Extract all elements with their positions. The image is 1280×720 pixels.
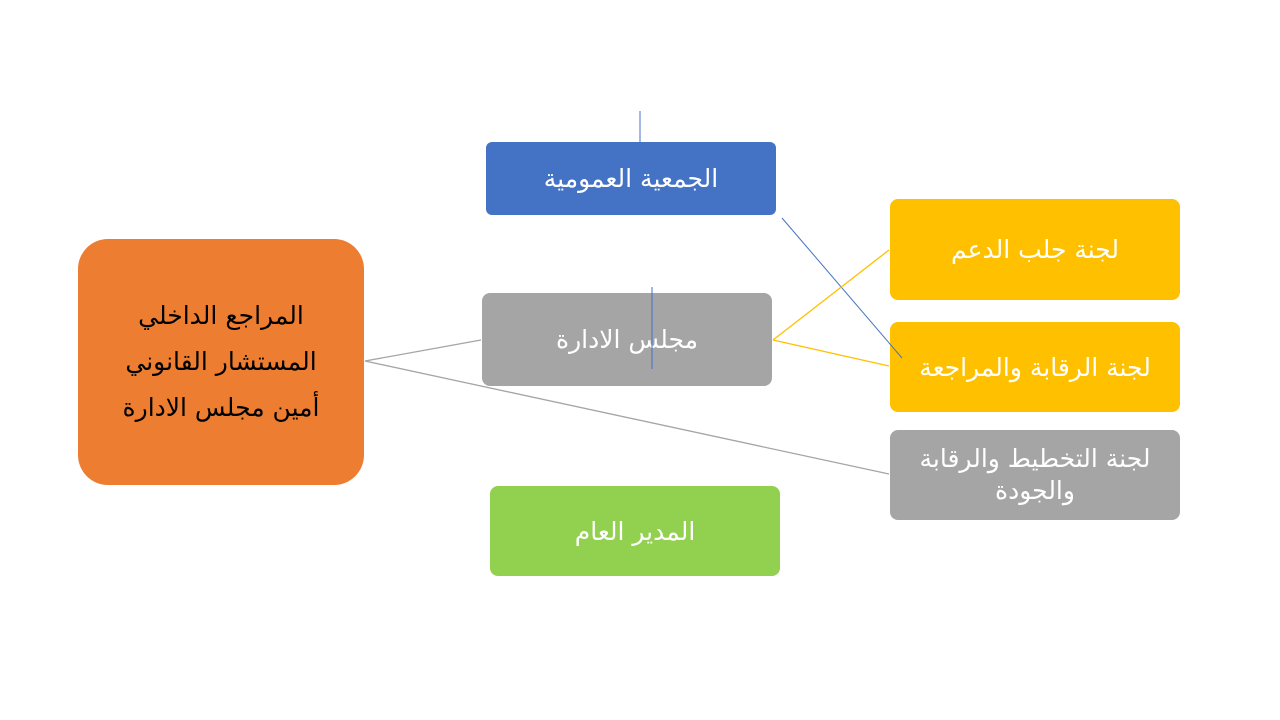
planning-committee-label: لجنة التخطيط والرقابة والجودة (919, 443, 1151, 506)
connector-board-to-audit (772, 339, 890, 367)
internal-auditor-label: المراجع الداخلي (138, 300, 304, 330)
connector-board-to-fundraising (772, 249, 890, 341)
planning-committee-box: لجنة التخطيط والرقابة والجودة (890, 430, 1180, 520)
audit-committee-label: لجنة الرقابة والمراجعة (919, 352, 1151, 382)
board-secretary-label: أمين مجلس الادارة (122, 393, 320, 423)
board-of-directors-box: مجلس الادارة (482, 293, 772, 386)
support-roles-box: المراجع الداخلي المستشار القانوني أمين م… (78, 239, 364, 485)
general-manager-label: المدير العام (574, 516, 696, 546)
connector-assembly-to-audit (781, 217, 903, 359)
general-assembly-label: الجمعية العمومية (543, 164, 719, 193)
connector-support-to-board (364, 339, 482, 362)
fundraising-committee-box: لجنة جلب الدعم (890, 199, 1180, 300)
board-of-directors-label: مجلس الادارة (555, 325, 699, 354)
legal-advisor-label: المستشار القانوني (125, 346, 317, 376)
audit-committee-box: لجنة الرقابة والمراجعة (890, 322, 1180, 412)
general-assembly-box: الجمعية العمومية (486, 142, 776, 215)
fundraising-committee-label: لجنة جلب الدعم (950, 235, 1120, 264)
general-manager-box: المدير العام (490, 486, 780, 576)
